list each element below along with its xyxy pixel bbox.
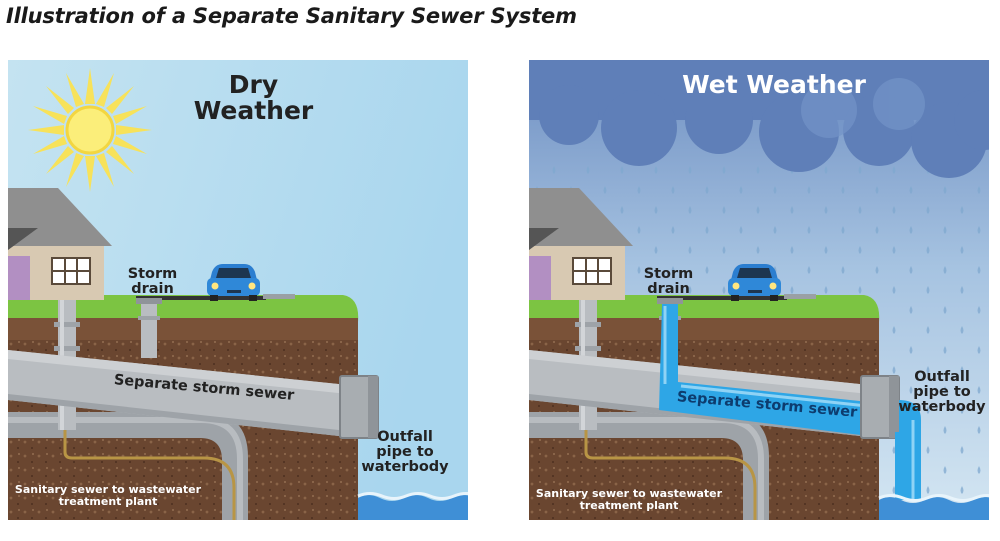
sanitary-sewer-label: Sanitary sewer to wastewater treatment p…	[14, 483, 202, 508]
storm-drain-label: Storm drain	[643, 266, 694, 298]
sanitary-sewer-label: Sanitary sewer to wastewater treatment p…	[535, 487, 723, 512]
diagram-title: Illustration of a Separate Sanitary Sewe…	[6, 4, 577, 28]
dry-weather-heading: Dry Weather	[193, 70, 314, 126]
sun-icon	[28, 68, 152, 192]
outfall-label: Outfall pipe to waterbody	[898, 369, 986, 416]
car-icon	[728, 264, 781, 301]
storm-sewer-pipe	[8, 350, 348, 437]
stormwater-flow	[659, 304, 869, 436]
dry-weather-panel: Dry Weather Storm drain Separate storm s…	[8, 60, 468, 520]
house-icon	[529, 188, 633, 300]
storm-drain-label: Storm drain	[127, 266, 178, 298]
wet-weather-heading: Wet Weather	[682, 70, 866, 99]
waterbody	[358, 495, 468, 520]
wet-weather-illustration	[529, 60, 989, 520]
outfall-label: Outfall pipe to waterbody	[361, 429, 449, 476]
waterbody	[879, 497, 989, 520]
car-icon	[207, 264, 260, 301]
house-icon	[8, 188, 112, 300]
storm-drain-riser	[141, 300, 157, 358]
wet-weather-panel: Wet Weather Storm drain Separate storm s…	[529, 60, 989, 520]
dry-weather-illustration	[8, 60, 468, 520]
